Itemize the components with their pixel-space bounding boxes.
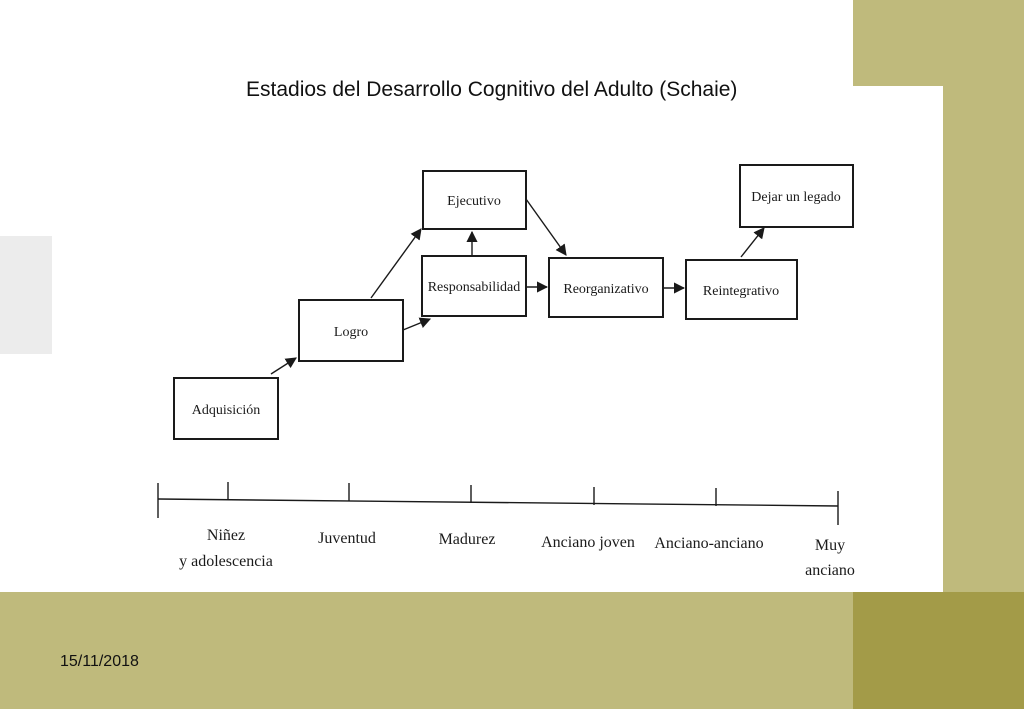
arrow-reintegrativo-to-legado	[740, 227, 765, 258]
olive-band-bottom	[0, 592, 853, 709]
period-label-muy-line2: anciano	[805, 562, 855, 579]
slide-title: Estadios del Desarrollo Cognitivo del Ad…	[246, 78, 738, 101]
stage-responsabilidad: Responsabilidad	[421, 255, 527, 317]
stage-reorganizativo: Reorganizativo	[548, 257, 664, 318]
timeline-axis	[157, 482, 839, 525]
stage-adquisicion: Adquisición	[173, 377, 279, 440]
stage-logro: Logro	[298, 299, 404, 362]
period-label-ninez-line1: Niñez	[207, 527, 245, 544]
arrow-logro-to-ejecutivo	[370, 228, 422, 299]
stage-reintegrativo: Reintegrativo	[685, 259, 798, 320]
stage-responsabilidad-label: Responsabilidad	[428, 280, 521, 295]
arrow-logro-to-responsabilidad	[402, 317, 432, 331]
olive-corner-dark	[853, 592, 1024, 709]
stage-adquisicion-label: Adquisición	[192, 403, 260, 418]
period-label-juventud: Juventud	[318, 530, 376, 547]
period-label-anciano-anciano: Anciano-anciano	[654, 535, 763, 552]
slide-date: 15/11/2018	[60, 653, 139, 670]
stage-ejecutivo: Ejecutivo	[422, 170, 527, 230]
stage-reintegrativo-label: Reintegrativo	[703, 284, 779, 299]
period-label-ninez-line2: y adolescencia	[179, 553, 273, 570]
arrow-adquisicion-to-logro	[270, 357, 297, 375]
stage-reorganizativo-label: Reorganizativo	[563, 282, 648, 297]
stage-ejecutivo-label: Ejecutivo	[447, 194, 501, 209]
stage-legado: Dejar un legado	[739, 164, 854, 228]
grey-block-left	[0, 236, 52, 354]
period-label-madurez: Madurez	[439, 531, 496, 548]
period-label-anciano-joven: Anciano joven	[541, 534, 635, 551]
period-label-muy-line1: Muy	[815, 537, 845, 554]
stage-logro-label: Logro	[334, 325, 368, 340]
arrow-ejecutivo-to-reorganizativo	[525, 198, 567, 256]
stage-legado-label: Dejar un legado	[751, 190, 840, 205]
